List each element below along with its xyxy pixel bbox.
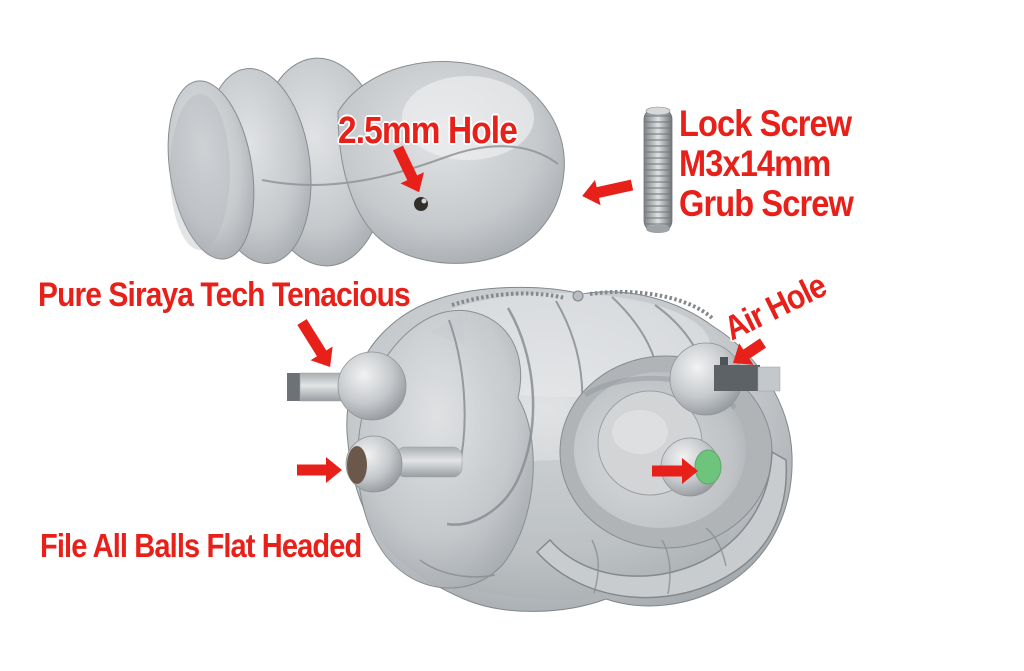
arrow-to-hole <box>393 145 424 193</box>
flat-filed-face <box>347 446 367 484</box>
lock-screw-line-1: Lock Screw <box>679 103 852 144</box>
body-part-model <box>287 286 793 612</box>
ball-joint <box>337 351 407 421</box>
bar-end-cap <box>287 373 303 401</box>
grub-screw-model <box>643 106 673 233</box>
bulb-highlight <box>402 76 534 160</box>
arrow-to-support-bar <box>297 319 333 367</box>
lock-screw-line-2: M3x14mm <box>679 143 831 184</box>
drilled-hole <box>414 197 428 211</box>
arrow-to-air-hole <box>733 338 767 365</box>
seam-line <box>261 145 559 186</box>
arrow-to-flat-ball <box>297 457 342 483</box>
hole-highlight <box>421 198 427 204</box>
upper-part-model <box>167 57 565 267</box>
air-hole-ball-joint <box>669 342 781 416</box>
annotation-arrows <box>297 145 767 484</box>
file-balls-label: File All Balls Flat Headed <box>40 527 362 564</box>
ball-stem <box>395 446 463 478</box>
lock-screw-label: Lock Screw M3x14mm Grub Screw <box>679 103 854 224</box>
filed-flat-ball-joint <box>345 435 463 493</box>
hole-size-label: 2.5mm Hole <box>338 110 518 152</box>
curled-band-fold <box>535 450 788 599</box>
tenacious-support-bar-joint <box>287 351 407 421</box>
cylinder-highlight <box>612 410 668 454</box>
screw-bottom <box>646 225 670 233</box>
rib-shading <box>170 94 230 250</box>
arrow-to-upper-part <box>582 179 634 206</box>
band-creases <box>591 527 727 595</box>
screw-top <box>645 106 671 116</box>
air-hole-nub <box>720 357 728 366</box>
air-hole-green-face <box>694 449 722 485</box>
arrow-to-green-face <box>652 458 698 484</box>
peg-dark-face <box>714 365 760 391</box>
zipper-knob <box>572 290 584 302</box>
peg-light-face <box>757 366 781 392</box>
lock-screw-line-3: Grub Screw <box>679 183 854 224</box>
rib-fold <box>167 80 255 260</box>
material-label: Pure Siraya Tech Tenacious <box>38 276 411 314</box>
zipper-ridge <box>451 289 714 320</box>
screw-threads <box>645 115 671 225</box>
